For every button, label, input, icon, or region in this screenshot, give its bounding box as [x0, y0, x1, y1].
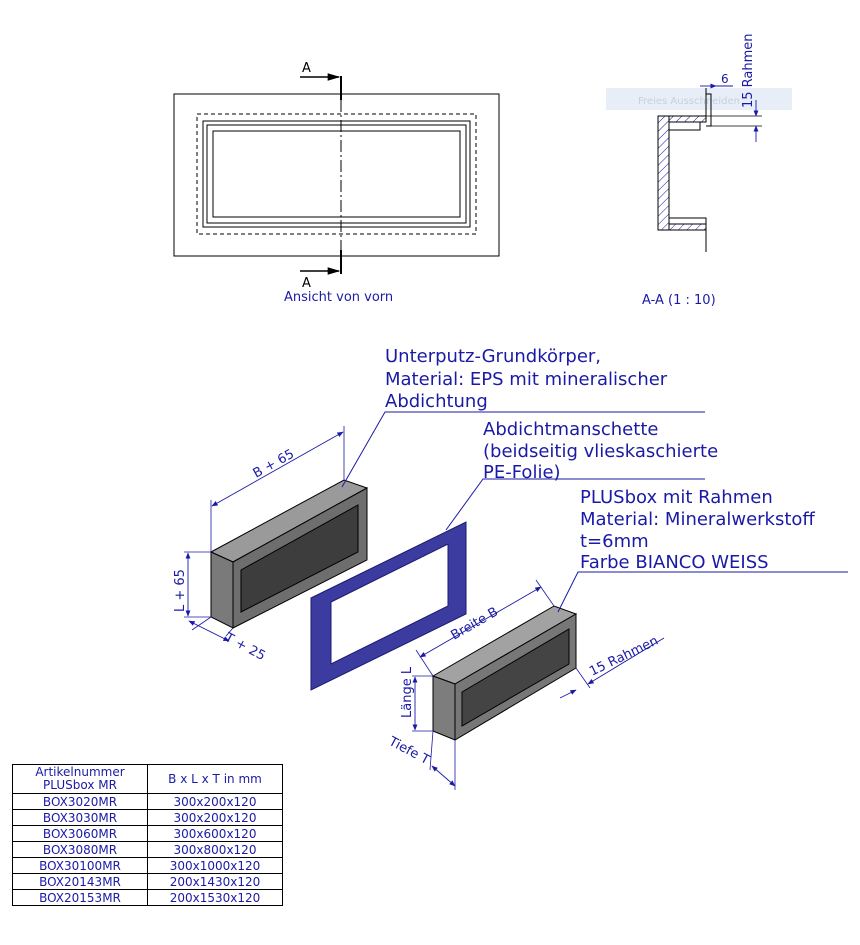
- leader-plusbox: [557, 571, 848, 613]
- article-size: 300x800x120: [147, 841, 283, 858]
- grundkoerper-box: [209, 479, 369, 629]
- dim-l65-label: L + 65: [173, 569, 188, 612]
- callout-manschette-line1: Abdichtmanschette: [483, 419, 658, 440]
- dim-tiefe-label: Tiefe T: [385, 734, 432, 768]
- leader-grundkoerper: [341, 411, 705, 488]
- dim-rahmen-exploded-label: 15 Rahmen: [587, 633, 661, 679]
- article-number: BOX3080MR: [12, 841, 148, 858]
- front-outer-frame: [173, 93, 500, 257]
- article-size: 200x1530x120: [147, 889, 283, 906]
- watermark-text: Freies Ausschneiden: [638, 96, 740, 107]
- article-size: 200x1430x120: [147, 873, 283, 890]
- article-size: 300x600x120: [147, 825, 283, 842]
- dim-rahmen-label: 15 Rahmen: [741, 33, 756, 108]
- watermark-box: [606, 88, 792, 110]
- leader-manschette: [445, 478, 705, 531]
- article-size: 300x200x120: [147, 793, 283, 810]
- callout-grundkoerper: Unterputz-Grundkörper, Material: EPS mit…: [385, 346, 668, 412]
- article-number: BOX20143MR: [12, 873, 148, 890]
- header-dimensions: B x L x T in mm: [147, 764, 283, 794]
- callout-grundkoerper-line2: Material: EPS mit mineralischer: [385, 369, 668, 390]
- dim-b65-label: B + 65: [251, 447, 297, 482]
- front-view: A A Ansicht von vorn: [173, 61, 500, 305]
- section-caption: A-A (1 : 10): [642, 293, 716, 308]
- callout-plusbox: PLUSbox mit Rahmen Material: Mineralwerk…: [580, 487, 815, 573]
- section-view: Freies Ausschneiden 6 15 Rahmen A-A (1 :…: [606, 33, 792, 308]
- front-hidden-outline: [196, 113, 477, 235]
- callout-grundkoerper-line1: Unterputz-Grundkörper,: [385, 346, 601, 367]
- front-inner-opening: [212, 130, 461, 218]
- callout-plusbox-line4: Farbe BIANCO WEISS: [580, 552, 769, 573]
- section-marker-top: A: [302, 61, 311, 76]
- callout-manschette-line2: (beidseitig vlieskaschierte: [483, 441, 718, 462]
- article-number: BOX20153MR: [12, 889, 148, 906]
- callout-plusbox-line1: PLUSbox mit Rahmen: [580, 487, 773, 508]
- callout-grundkoerper-line3: Abdichtung: [385, 391, 488, 412]
- article-number: BOX3060MR: [12, 825, 148, 842]
- article-number: BOX30100MR: [12, 857, 148, 874]
- header-article-number: Artikelnummer PLUSbox MR: [12, 764, 148, 794]
- dim-6-label: 6: [721, 72, 729, 86]
- callout-plusbox-line3: t=6mm: [580, 531, 649, 552]
- dim-t25-label: T + 25: [221, 630, 267, 664]
- callout-manschette-line3: PE-Folie): [483, 462, 561, 483]
- article-size: 300x1000x120: [147, 857, 283, 874]
- article-size: 300x200x120: [147, 809, 283, 826]
- callout-plusbox-line2: Material: Mineralwerkstoff: [580, 509, 815, 530]
- article-number: BOX3020MR: [12, 793, 148, 810]
- section-wall-hatch: [657, 115, 670, 231]
- callout-manschette: Abdichtmanschette (beidseitig vlieskasch…: [483, 419, 718, 483]
- article-number: BOX3030MR: [12, 809, 148, 826]
- front-view-caption: Ansicht von vorn: [284, 290, 393, 305]
- article-table: Artikelnummer PLUSbox MR B x L x T in mm…: [12, 764, 283, 906]
- section-marker-bottom: A: [302, 276, 311, 291]
- dim-laenge-label: Länge L: [400, 666, 415, 718]
